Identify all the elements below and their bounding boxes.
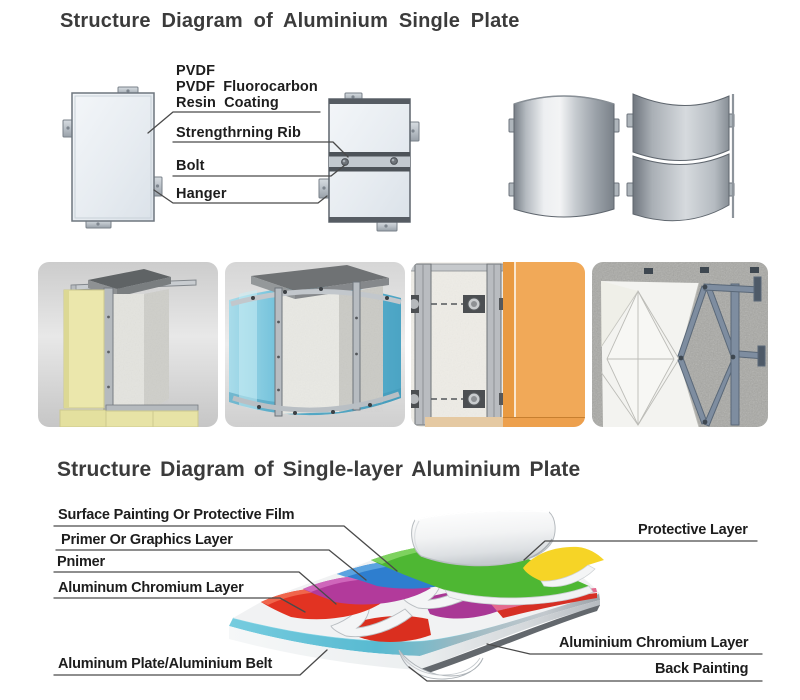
photo-corner-column-cladding — [38, 262, 218, 427]
leader-back-painting — [408, 666, 763, 682]
flat-panel-back-illustration — [318, 92, 420, 232]
layer-stack-illustration — [229, 510, 604, 680]
leader-pnimer — [53, 571, 337, 605]
leader-aluminium-chromium-right — [486, 643, 763, 655]
photo-cylindrical-column-cladding — [225, 262, 405, 427]
label-resin-coating: Resin Coating — [176, 95, 279, 111]
photo-wall-mounting-section — [411, 262, 585, 427]
label-aluminium-chromium-right: Aluminium Chromium Layer — [559, 635, 749, 651]
label-primer-graphics: Primer Or Graphics Layer — [61, 532, 233, 548]
leader-aluminum-chromium-left — [53, 597, 306, 613]
leader-aluminum-plate-belt — [53, 649, 328, 676]
label-pvdf-block: PVDF PVDF Fluorocarbon Resin Coating — [176, 63, 318, 111]
leader-surface-painting — [53, 525, 398, 572]
page-title-top: Structure Diagram of Aluminium Single Pl… — [60, 10, 520, 32]
label-aluminum-plate-belt: Aluminum Plate/Aluminium Belt — [58, 656, 273, 672]
flat-panel-front-illustration — [62, 86, 163, 229]
protective-film-roll — [411, 510, 556, 567]
leader-strengthening-rib — [172, 141, 349, 158]
photo-diamond-facade-framing — [592, 262, 768, 427]
curved-panel-convex-illustration — [508, 95, 620, 218]
label-pvdf: PVDF — [176, 63, 216, 79]
label-protective-layer: Protective Layer — [638, 522, 748, 538]
label-aluminum-chromium-left: Aluminum Chromium Layer — [58, 580, 244, 596]
label-pnimer: Pnimer — [57, 554, 105, 570]
label-hanger: Hanger — [176, 186, 227, 202]
leader-protective-layer — [523, 540, 758, 561]
layer-red-trough — [353, 615, 431, 643]
leader-bolt — [172, 164, 346, 177]
curved-panel-concave-illustration — [626, 93, 735, 222]
label-bolt: Bolt — [176, 158, 205, 174]
label-back-painting: Back Painting — [655, 661, 749, 677]
label-surface-painting: Surface Painting Or Protective Film — [58, 507, 295, 523]
layer-yellow — [523, 546, 604, 588]
leader-hanger — [153, 189, 328, 204]
leader-resin-coating — [147, 111, 321, 134]
leader-primer-graphics — [55, 549, 367, 581]
label-strengthening-rib: Strengthrning Rib — [176, 125, 301, 141]
label-pvdf-fluorocarbon: PVDF Fluorocarbon — [176, 79, 318, 95]
page-title-bottom: Structure Diagram of Single-layer Alumin… — [57, 458, 581, 481]
